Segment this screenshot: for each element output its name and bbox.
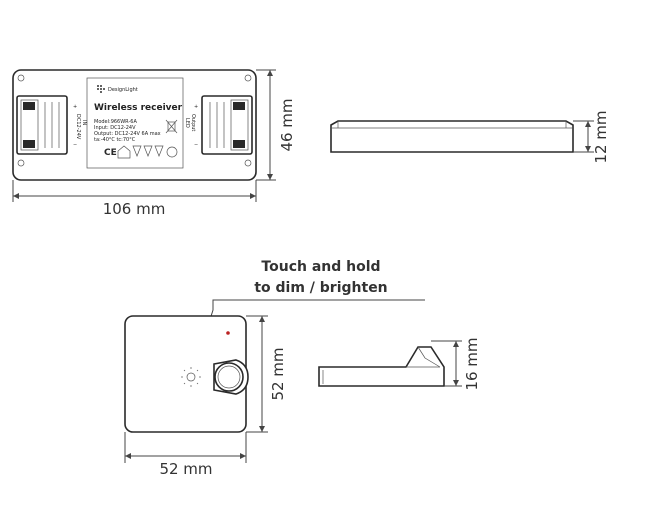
dimmer-width-dimension: 52 mm — [124, 432, 247, 478]
left-terminal-label: DC12-24V — [75, 114, 81, 140]
touch-point-icon — [181, 367, 201, 387]
receiver-width-dimension: 106 mm — [12, 180, 257, 218]
mount-hole-icon — [17, 74, 25, 82]
left-terminal-sublabel: IN — [81, 120, 87, 125]
dimmer-side-body — [318, 346, 445, 387]
product-label-panel — [86, 77, 184, 169]
ce-mark-visible: CE — [104, 148, 117, 158]
dimmer-front-view: 52 mm 52 mm — [124, 315, 287, 478]
left-terminal-housing — [16, 95, 68, 155]
left-terminal-block — [16, 95, 68, 155]
receiver-top-view: + − + − DC12-24V IN Output LED DesignLig… — [12, 69, 296, 218]
dimmer-knob-icon — [213, 359, 249, 395]
screw-icon — [233, 102, 245, 110]
plus-mark: + — [194, 104, 198, 110]
brand-logo-icon — [97, 85, 105, 93]
right-terminal-housing — [201, 95, 253, 155]
left-terminal-screw-area — [20, 99, 39, 151]
receiver-side-view: 12 mm — [330, 110, 610, 164]
receiver-side-body — [330, 120, 574, 153]
receiver-height-dimension: 46 mm — [256, 69, 296, 181]
screw-icon — [23, 102, 35, 110]
brand-name: DesignLight — [108, 87, 138, 93]
triangle-mark-icon — [154, 145, 164, 157]
label-temps: ta:-40°C tc:70°C — [94, 137, 136, 143]
house-icon — [117, 145, 131, 159]
dimmer-height-label: 52 mm — [269, 347, 287, 400]
screw-icon — [233, 140, 245, 148]
right-terminal-block — [201, 95, 253, 155]
dimmer-side-view: 16 mm — [318, 337, 481, 391]
right-terminal-sublabel: LED — [184, 118, 190, 128]
right-terminal-label: Output — [190, 114, 196, 131]
receiver-width-label: 106 mm — [103, 200, 166, 218]
receiver-height-label: 46 mm — [278, 98, 296, 151]
dimmer-thickness-dimension: 16 mm — [431, 337, 481, 391]
mount-hole-icon — [17, 159, 25, 167]
triangle-mark-icon — [143, 145, 153, 157]
triangle-mark-icon — [132, 145, 142, 157]
weee-bin-icon — [165, 119, 178, 134]
dimmer-height-dimension: 52 mm — [246, 315, 287, 433]
minus-mark: − — [73, 142, 77, 148]
receiver-thickness-dimension: 12 mm — [573, 110, 610, 164]
right-terminal-screw-area — [230, 99, 249, 151]
dimmer-thickness-label: 16 mm — [463, 337, 481, 390]
receiver-body — [12, 69, 257, 181]
dimmer-width-label: 52 mm — [159, 460, 212, 478]
plus-mark: + — [73, 104, 77, 110]
label-title: Wireless receiver — [94, 103, 183, 113]
minus-mark: − — [194, 142, 198, 148]
indicator-led-icon — [226, 331, 230, 335]
annotation-line-2: to dim / brighten — [254, 280, 387, 296]
mount-hole-icon — [244, 159, 252, 167]
label-model: Model:966WR-6A — [94, 119, 137, 125]
safety-class-icon — [166, 146, 178, 158]
annotation-line-1: Touch and hold — [261, 259, 380, 275]
label-output: Output: DC12-24V 6A max — [94, 131, 161, 137]
label-input: Input: DC12-24V — [94, 125, 136, 131]
receiver-thickness-label: 12 mm — [592, 110, 610, 163]
mount-hole-icon — [244, 74, 252, 82]
screw-icon — [23, 140, 35, 148]
